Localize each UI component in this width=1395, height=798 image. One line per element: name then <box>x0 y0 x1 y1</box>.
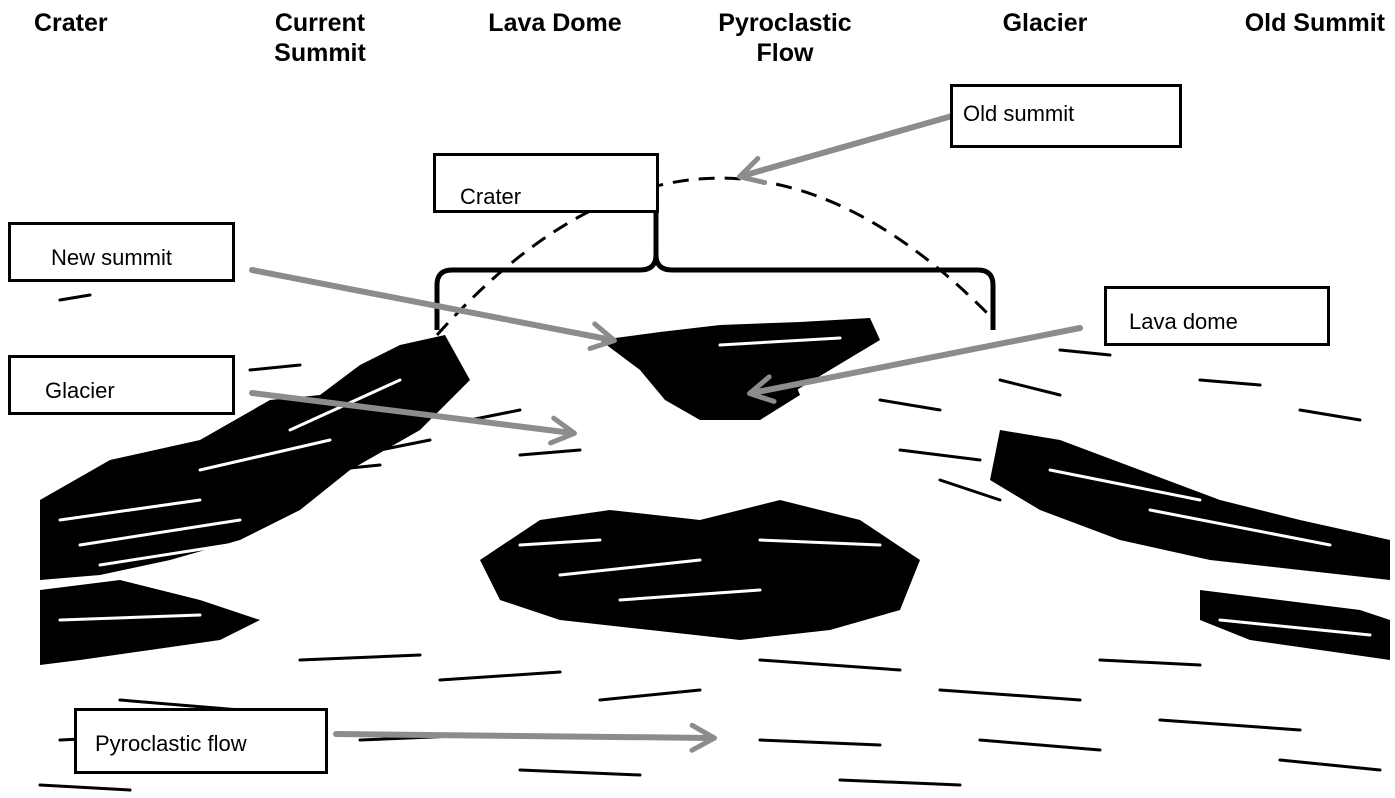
label-crater-text: Crater <box>460 184 521 210</box>
label-pyroclastic-flow: Pyroclastic flow <box>74 708 328 774</box>
label-old-summit-text: Old summit <box>963 101 1074 127</box>
left-lower-dark <box>40 580 260 665</box>
label-crater: Crater <box>433 153 659 213</box>
label-lava-dome-text: Lava dome <box>1129 309 1238 335</box>
label-new-summit-text: New summit <box>51 245 172 271</box>
label-pyroclastic-flow-text: Pyroclastic flow <box>95 731 247 757</box>
pyroclastic-flow-arrow <box>336 734 712 738</box>
label-old-summit: Old summit <box>950 84 1182 148</box>
crater-bracket <box>437 212 993 330</box>
new-summit-arrow <box>252 270 612 340</box>
old-summit-arrow <box>742 116 952 176</box>
right-lower-dark <box>1200 590 1390 660</box>
label-glacier-text: Glacier <box>45 378 115 404</box>
label-glacier: Glacier <box>8 355 235 415</box>
label-new-summit: New summit <box>8 222 235 282</box>
label-lava-dome: Lava dome <box>1104 286 1330 346</box>
right-dark-ridge <box>990 430 1390 580</box>
center-dark-gully <box>480 500 920 640</box>
